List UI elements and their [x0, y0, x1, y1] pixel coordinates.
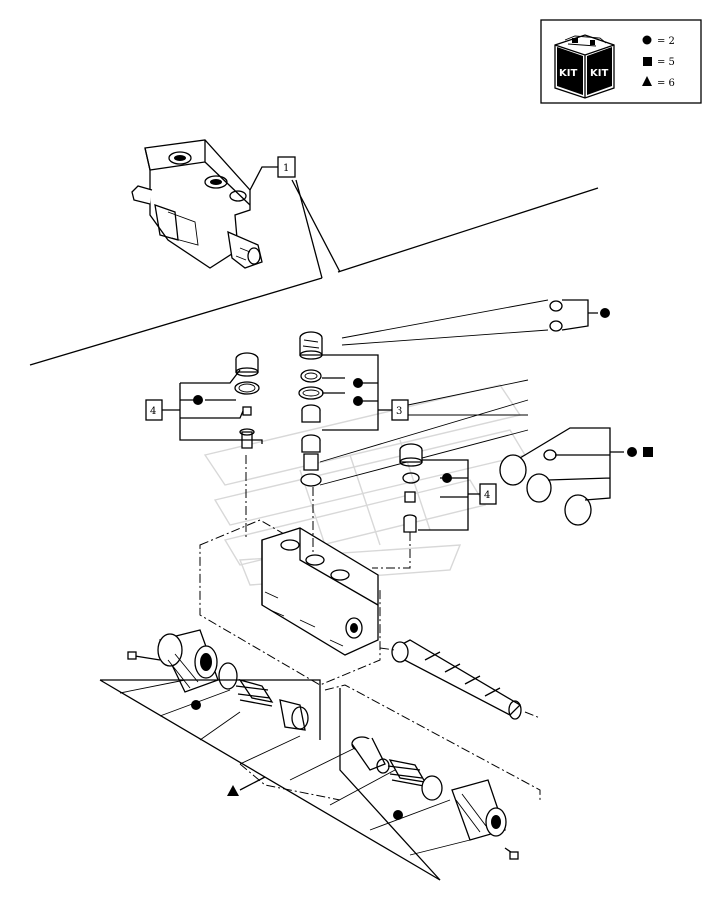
kit-circle-marker	[353, 378, 363, 388]
callout-label-1: 1	[283, 163, 289, 174]
callout-label-4b: 4	[484, 490, 490, 501]
kit-circle-marker	[393, 810, 403, 820]
callout-label-3: 3	[396, 406, 402, 417]
kit-triangle-marker-group	[227, 776, 266, 796]
kit-circle-marker	[191, 700, 201, 710]
legend-triangle-icon	[642, 76, 652, 86]
kit-label-right: KIT	[590, 68, 608, 79]
legend-triangle-text: = 6	[657, 78, 675, 89]
kit-circle-marker	[353, 396, 363, 406]
plug-column-left: 4	[145, 352, 263, 449]
valve-assembly-thumbnail: 1	[131, 139, 296, 269]
orings-group-top	[341, 299, 610, 346]
legend-frame	[540, 19, 702, 104]
kit-circle-marker	[442, 473, 452, 483]
orings-group-right	[499, 427, 653, 526]
end-cap-left	[99, 629, 541, 881]
legend-circle-text: = 2	[657, 36, 675, 47]
legend-circle-icon	[642, 35, 652, 45]
plug-column-center: 3	[298, 331, 529, 487]
legend-square-text: = 5	[657, 57, 675, 68]
callout-label-4a: 4	[150, 406, 156, 417]
kit-box-icon: KIT KIT	[554, 34, 615, 99]
kit-circle-marker	[193, 395, 203, 405]
kit-circle-marker	[627, 447, 637, 457]
kit-label-left: KIT	[559, 68, 577, 79]
spool	[379, 639, 541, 720]
kit-circle-marker	[600, 308, 610, 318]
legend-square-icon	[643, 57, 652, 66]
kit-square-marker	[643, 447, 653, 457]
kit-legend: KIT KIT = 2 = 5 = 6	[540, 19, 702, 104]
plug-column-right: 4	[399, 443, 497, 533]
valve-section-body	[199, 455, 411, 686]
end-cap-right	[239, 688, 519, 881]
section-divider	[29, 179, 599, 366]
kit-triangle-marker	[227, 785, 239, 796]
